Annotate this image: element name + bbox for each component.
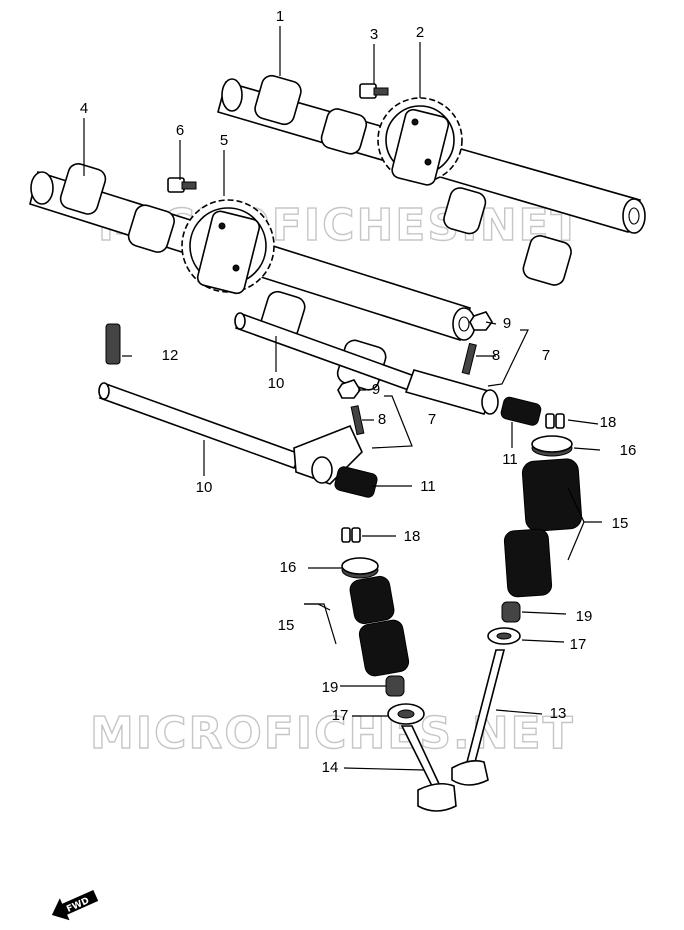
callout-18-left: 18 [404,528,421,545]
valve-springs-right[interactable] [503,458,583,598]
callout-10-lower: 10 [196,479,213,496]
retainer-left[interactable] [341,557,379,579]
leader-lines [83,26,602,771]
callout-16-right: 16 [620,442,637,459]
watermark-bottom: MICROFICHES.NET [90,708,575,759]
callout-13: 13 [550,705,567,722]
valve-seal-right[interactable] [501,601,521,623]
valve-seal-left[interactable] [385,675,405,697]
intake-valve[interactable] [451,649,506,786]
callout-4: 4 [80,100,88,117]
callout-19-right: 19 [576,608,593,625]
callout-10-upper: 10 [268,375,285,392]
forward-arrow: FWD [51,889,99,921]
callout-17-left: 17 [332,707,349,724]
callout-2: 2 [416,24,424,41]
callout-19-left: 19 [322,679,339,696]
spring-seat-right[interactable] [487,627,521,645]
callout-8-upper: 8 [492,347,500,364]
callout-5: 5 [220,132,228,149]
callout-17-right: 17 [570,636,587,653]
locknut-upper[interactable] [469,311,493,331]
callout-7-upper: 7 [542,347,550,364]
exhaust-valve[interactable] [400,725,457,812]
callout-14: 14 [322,759,339,776]
cotter-left[interactable] [341,527,361,543]
callout-11-right: 11 [502,451,518,468]
bolt-upper[interactable] [359,83,389,99]
cotter-right[interactable] [545,413,565,429]
callout-15-left: 15 [278,617,295,634]
sprocket-upper[interactable] [377,97,463,187]
callout-18-right: 18 [600,414,617,431]
locknut-lower[interactable] [337,379,361,399]
callout-7-lower: 7 [428,411,436,428]
callout-16-left: 16 [280,559,297,576]
callout-6: 6 [176,122,184,139]
spring-seat-left[interactable] [387,703,425,725]
callout-9-upper: 9 [503,315,511,332]
valve-springs-left[interactable] [348,575,410,678]
bolt-lower[interactable] [167,177,197,193]
callout-8-lower: 8 [378,411,386,428]
rocker-shaft-upper[interactable] [234,312,499,415]
rocker-shaft-lower[interactable] [98,382,363,485]
rocker-spring-left[interactable] [334,466,379,499]
adjusting-screw-upper[interactable] [461,342,477,375]
fwd-label: FWD [65,896,91,915]
callout-11-left: 11 [420,478,436,495]
sprocket-lower[interactable] [181,199,275,295]
adjusting-screw-lower[interactable] [350,405,365,436]
callout-3: 3 [370,26,378,43]
callout-15-right: 15 [612,515,629,532]
dowel-pin[interactable] [105,323,121,365]
callout-12: 12 [162,347,179,364]
retainer-right[interactable] [531,435,573,457]
callouts: 1 2 3 4 5 6 9 8 7 10 9 8 7 10 11 11 12 1… [80,8,637,776]
rocker-spring-right[interactable] [500,396,542,427]
callout-9-lower: 9 [372,381,380,398]
callout-1: 1 [276,8,284,25]
